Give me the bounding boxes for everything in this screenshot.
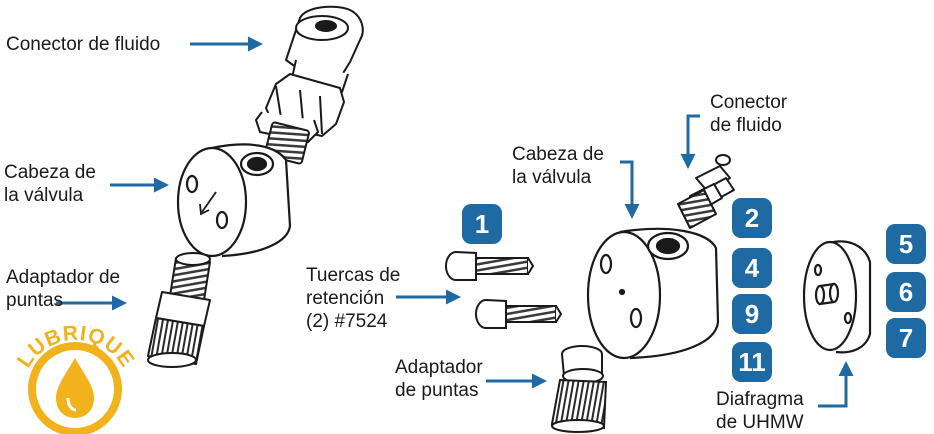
right-tip-adapter-part (550, 345, 608, 433)
left-fluid-connector-part (255, 5, 364, 165)
lubrique-logo (28, 342, 122, 434)
right-fluid-connector-part (677, 154, 735, 229)
arrow-right-fluid-connector (680, 114, 700, 169)
label-right-fluid-connector: Conector de fluido (710, 92, 788, 136)
right-valve-head-part (586, 227, 720, 360)
retaining-screw-lower (475, 299, 563, 329)
arrow-diaphragm (818, 361, 854, 408)
step-badge-7: 7 (886, 318, 926, 358)
callout-arrows (56, 36, 854, 408)
step-badge-1: 1 (462, 204, 502, 244)
label-left-valve-head: Cabeza de la válvula (4, 162, 96, 206)
step-badge-9: 9 (732, 294, 772, 334)
step-badge-6: 6 (886, 272, 926, 312)
left-tip-adapter-part (147, 252, 211, 368)
svg-text:LUBRIQUE: LUBRIQUE (13, 322, 139, 372)
step-badge-5: 5 (886, 224, 926, 264)
label-right-tip-adapter: Adaptador de puntas (395, 357, 483, 401)
uhmw-diaphragm-part (802, 240, 872, 354)
arrow-right-valve-head (620, 160, 640, 219)
label-right-valve-head: Cabeza de la válvula (512, 144, 604, 188)
step-badge-11: 11 (732, 342, 772, 382)
step-badge-2: 2 (732, 198, 772, 238)
step-badge-4: 4 (732, 248, 772, 288)
label-left-fluid-connector: Conector de fluido (6, 34, 161, 55)
left-valve-head-part (176, 143, 292, 258)
label-diaphragm: Diafragma de UHMW (716, 389, 804, 433)
label-retaining-nuts: Tuercas de retención (2) #7524 (306, 265, 401, 332)
retaining-screw-upper (445, 251, 535, 281)
label-left-tip-adapter: Adaptador de puntas (6, 267, 121, 311)
